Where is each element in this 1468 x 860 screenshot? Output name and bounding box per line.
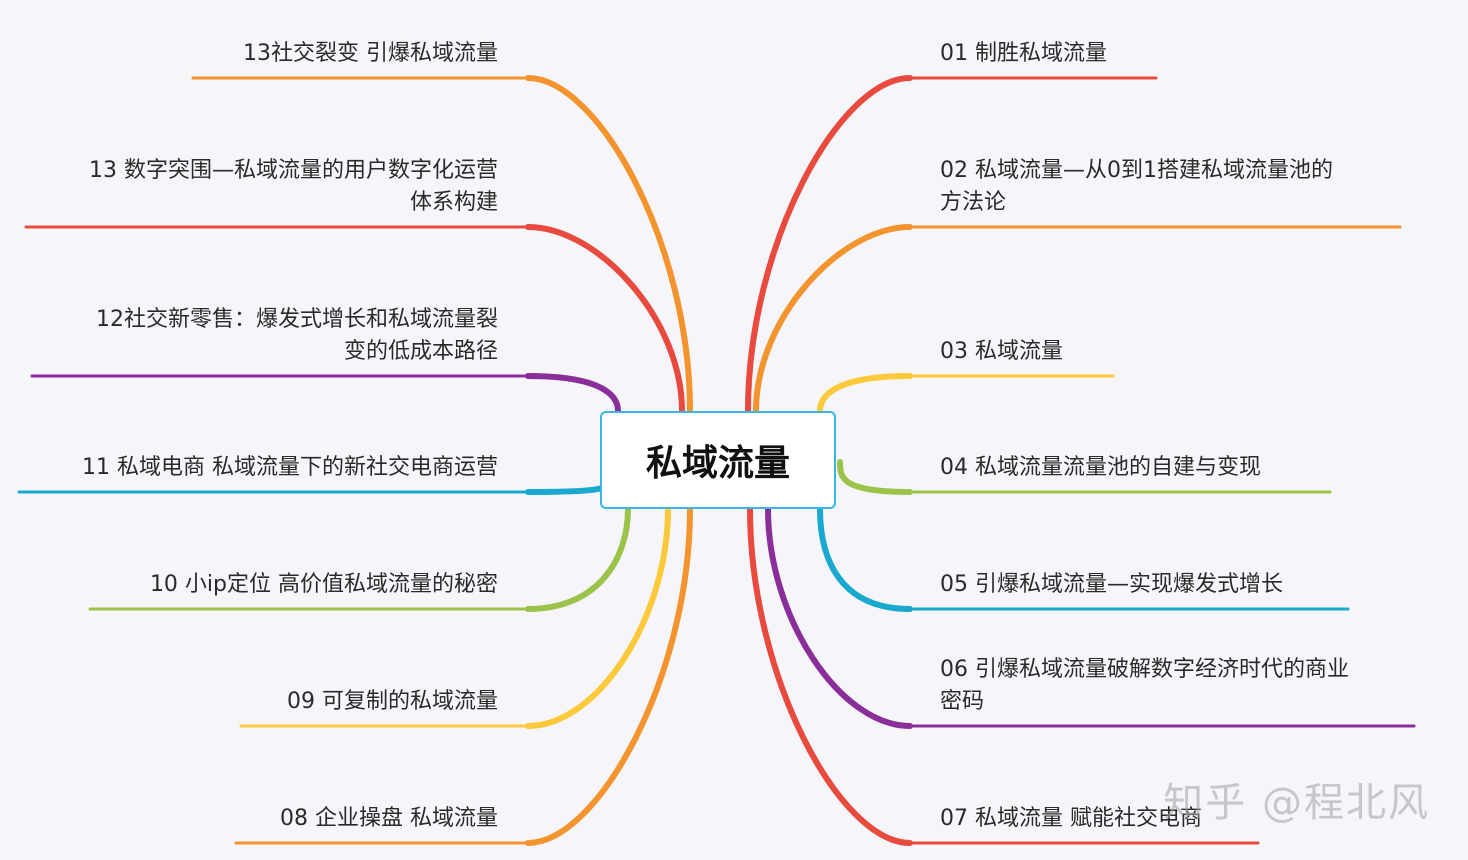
branch-label-13[interactable]: 06 引爆私域流量破解数字经济时代的商业 密码 <box>940 657 1349 714</box>
branch-line-4 <box>17 483 607 494</box>
branch-curve-5 <box>525 506 631 612</box>
branch-curve-7 <box>525 506 693 846</box>
branch-label-1[interactable]: 13社交裂变 引爆私域流量 <box>243 41 498 66</box>
branch-label-14[interactable]: 07 私域流量 赋能社交电商 <box>940 806 1202 831</box>
branch-curve-3 <box>525 373 621 414</box>
branch-line-7 <box>234 507 692 845</box>
branch-curve-12 <box>817 506 913 612</box>
branch-label-9[interactable]: 02 私域流量—从0到1搭建私域流量池的 方法论 <box>940 158 1333 215</box>
branch-curve-6 <box>525 506 671 729</box>
branch-curve-11 <box>837 459 913 495</box>
branch-curve-2 <box>525 224 685 414</box>
branch-curve-14 <box>747 506 913 846</box>
branch-label-10[interactable]: 03 私域流量 <box>940 339 1063 364</box>
branch-line-3 <box>30 374 620 413</box>
root-node[interactable]: 私域流量 <box>600 411 836 509</box>
watermark: 知乎 @程北风 <box>1163 780 1430 826</box>
branch-label-6[interactable]: 09 可复制的私域流量 <box>287 689 498 714</box>
branch-curve-4 <box>525 482 608 495</box>
branch-label-12[interactable]: 05 引爆私域流量—实现爆发式增长 <box>940 572 1283 597</box>
branch-label-4[interactable]: 11 私域电商 私域流量下的新社交电商运营 <box>82 455 498 480</box>
branch-label-8[interactable]: 01 制胜私域流量 <box>940 41 1107 66</box>
root-label: 私域流量 <box>645 443 790 484</box>
branch-label-2[interactable]: 13 数字突围—私域流量的用户数字化运营 体系构建 <box>89 158 498 215</box>
branch-curve-1 <box>525 75 693 414</box>
branch-label-7[interactable]: 08 企业操盘 私域流量 <box>280 806 498 831</box>
branch-label-5[interactable]: 10 小ip定位 高价值私域流量的秘密 <box>149 572 498 597</box>
branch-curve-8 <box>745 75 913 414</box>
branch-curve-9 <box>753 224 913 414</box>
branch-curve-10 <box>817 373 913 414</box>
branch-label-11[interactable]: 04 私域流量流量池的自建与变现 <box>940 455 1261 480</box>
branch-curve-13 <box>765 506 913 729</box>
branch-label-3[interactable]: 12社交新零售：爆发式增长和私域流量裂 变的低成本路径 <box>96 307 498 364</box>
